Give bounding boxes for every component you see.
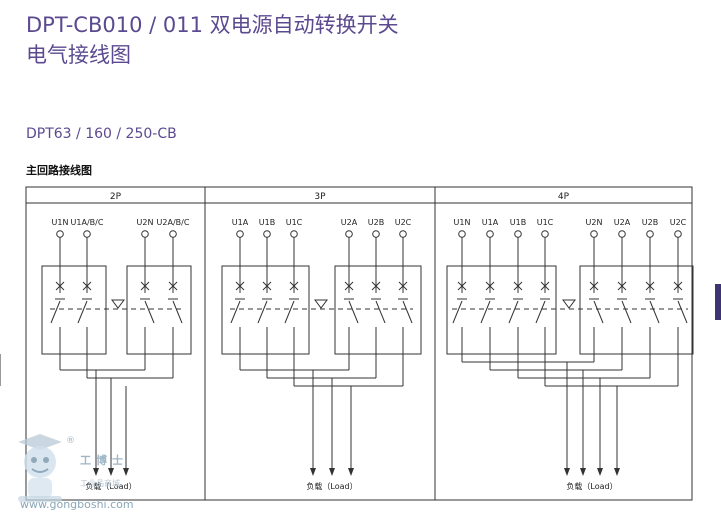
terminal-label: U2N (586, 218, 603, 227)
terminal-label: U2C (670, 218, 687, 227)
load-arrow-icon (310, 468, 316, 476)
load-label: 负载（Load） (566, 481, 617, 491)
load-arrow-icon (348, 468, 354, 476)
source1-switch-box (41, 265, 107, 355)
terminal-label: U2B (368, 218, 384, 227)
panel-header: 3P (314, 192, 326, 202)
terminal-circle-icon (674, 230, 682, 238)
terminal-label: U1C (537, 218, 554, 227)
registered-mark: ® (66, 436, 75, 446)
load-arrow-icon (614, 468, 620, 476)
terminal-circle-icon (514, 230, 522, 238)
switch-blade (402, 300, 413, 324)
terminal-label: U1N (454, 218, 471, 227)
terminal-label: U1B (510, 218, 526, 227)
switch-blade (621, 300, 632, 324)
terminal-label: U1A (232, 218, 249, 227)
terminal-circle-icon (169, 230, 177, 238)
terminal-circle-icon (372, 230, 380, 238)
terminal-circle-icon (236, 230, 244, 238)
terminal-circle-icon (263, 230, 271, 238)
watermark-subtitle: 工业品商城 (80, 479, 120, 488)
terminal-label: U1A/B/C (71, 218, 104, 227)
section-title: 主回路接线图 (26, 164, 92, 177)
terminal-label: U1N (52, 218, 69, 227)
model-numbers: DPT63 / 160 / 250-CB (26, 126, 177, 142)
terminal-circle-icon (83, 230, 91, 238)
switch-blade (375, 300, 386, 324)
load-arrow-icon (93, 468, 99, 476)
terminal-label: U1C (286, 218, 303, 227)
terminal-circle-icon (56, 230, 64, 238)
source1-switch-box (221, 265, 310, 355)
page-subtitle: 电气接线图 (26, 43, 131, 67)
switch-blade (649, 300, 660, 324)
load-arrow-icon (597, 468, 603, 476)
switch-blade (508, 300, 519, 324)
panel-3p: 3P U1A U1B U1C U2A U2B U2C 负载（Load） (221, 192, 422, 491)
source2-switch-box (334, 265, 422, 355)
terminal-circle-icon (399, 230, 407, 238)
terminal-circle-icon (345, 230, 353, 238)
load-label: 负载（Load） (85, 481, 136, 491)
switch-blade (144, 300, 155, 324)
interlock-triangle-icon (562, 299, 576, 309)
switch-blade (257, 300, 268, 324)
terminal-circle-icon (290, 230, 298, 238)
terminal-label: U2A (614, 218, 631, 227)
watermark-name: 工博士 (80, 454, 128, 467)
switch-blade (77, 300, 88, 324)
load-arrow-icon (564, 468, 570, 476)
panel-header: 4P (558, 192, 570, 202)
terminal-label: U2B (642, 218, 658, 227)
switch-blade (230, 300, 241, 324)
load-arrow-icon (108, 468, 114, 476)
switch-blade (348, 300, 359, 324)
switch-blade (535, 300, 546, 324)
switch-blade (593, 300, 604, 324)
terminal-circle-icon (141, 230, 149, 238)
terminal-circle-icon (458, 230, 466, 238)
load-arrow-icon (123, 468, 129, 476)
page-title: DPT-CB010 / 011 双电源自动转换开关 (26, 13, 399, 37)
terminal-label: U1A (482, 218, 499, 227)
switch-blade (677, 300, 688, 324)
switch-blade (480, 300, 491, 324)
panel-4p: 4P U1N U1A U1B U1C U2N U2A U2B U2C 负载（Load） (446, 192, 694, 491)
watermark-url: www.gongboshi.com (20, 498, 134, 511)
load-label: 负载（Load） (306, 481, 357, 491)
terminal-label: U1B (259, 218, 275, 227)
terminal-label: U2N (137, 218, 154, 227)
source2-switch-box (579, 265, 694, 355)
load-arrow-icon (580, 468, 586, 476)
mascot-icon (18, 434, 62, 502)
switch-blade (284, 300, 295, 324)
terminal-circle-icon (646, 230, 654, 238)
terminal-circle-icon (618, 230, 626, 238)
interlock-triangle-icon (111, 299, 125, 309)
diagram-table-border (25, 186, 693, 501)
terminal-circle-icon (486, 230, 494, 238)
switch-blade (452, 300, 463, 324)
panel-header: 2P (110, 192, 122, 202)
terminal-label: U2A (341, 218, 358, 227)
switch-blade (50, 300, 61, 324)
terminal-label: U2C (395, 218, 412, 227)
source2-switch-box (126, 265, 192, 355)
load-arrow-icon (329, 468, 335, 476)
terminal-label: U2A/B/C (157, 218, 190, 227)
source1-switch-box (446, 265, 557, 355)
terminal-circle-icon (541, 230, 549, 238)
interlock-triangle-icon (314, 299, 328, 309)
terminal-circle-icon (590, 230, 598, 238)
side-page-tab[interactable] (715, 284, 721, 320)
watermark-logo (10, 432, 170, 522)
switch-blade (172, 300, 183, 324)
